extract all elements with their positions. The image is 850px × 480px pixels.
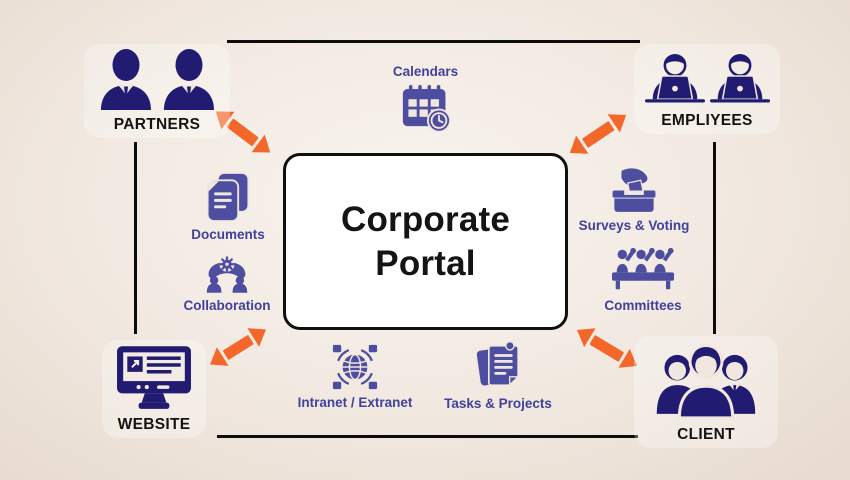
feature-collaboration: Collaboration (178, 252, 276, 313)
client-label: CLIENT (677, 426, 735, 443)
bottom-connector-line (217, 435, 638, 438)
employee-laptop-icon (709, 48, 770, 106)
feature-surveys: Surveys & Voting (579, 168, 689, 233)
arrow-employees-portal (563, 105, 633, 163)
website-label: WEBSITE (117, 416, 191, 433)
calendars-label: Calendars (392, 64, 459, 79)
collaboration-gear-icon (204, 252, 250, 293)
node-partners: PARTNERS (84, 44, 230, 138)
employee-laptop-icon (644, 48, 705, 106)
committees-label: Committees (604, 298, 682, 313)
monitor-icon (116, 344, 192, 410)
feature-intranet: Intranet / Extranet (298, 344, 412, 410)
intranet-label: Intranet / Extranet (297, 395, 413, 410)
right-connector-line (713, 142, 716, 334)
documents-label: Documents (191, 227, 265, 242)
node-client: CLIENT (634, 336, 778, 448)
employees-label: EMPLIYEES (661, 112, 753, 129)
businessman-icon (97, 48, 155, 110)
arrow-client-portal (571, 320, 643, 377)
committee-table-icon (610, 246, 676, 293)
partners-label: PARTNERS (113, 116, 201, 133)
ballot-box-icon (609, 168, 659, 213)
left-connector-line (134, 142, 137, 334)
feature-committees: Committees (594, 246, 692, 313)
clipboard-tasks-icon (476, 341, 520, 391)
feature-tasks: Tasks & Projects (444, 341, 552, 411)
globe-network-icon (332, 344, 378, 390)
top-connector-line (227, 40, 640, 43)
arrow-website-portal (204, 319, 273, 374)
feature-calendars: Calendars (383, 64, 468, 133)
calendar-clock-icon (401, 84, 451, 133)
portal-title-line2: Portal (375, 243, 476, 283)
node-employees: EMPLIYEES (634, 44, 780, 134)
people-group-icon (643, 340, 769, 420)
corporate-portal-box: Corporate Portal (283, 153, 568, 330)
documents-icon (205, 172, 251, 222)
feature-documents: Documents (183, 172, 273, 242)
businessman-icon (160, 48, 218, 110)
node-website: WEBSITE (102, 340, 206, 438)
tasks-label: Tasks & Projects (444, 396, 552, 411)
surveys-label: Surveys & Voting (578, 218, 690, 233)
portal-title-line1: Corporate (340, 200, 511, 240)
collaboration-label: Collaboration (183, 298, 271, 313)
